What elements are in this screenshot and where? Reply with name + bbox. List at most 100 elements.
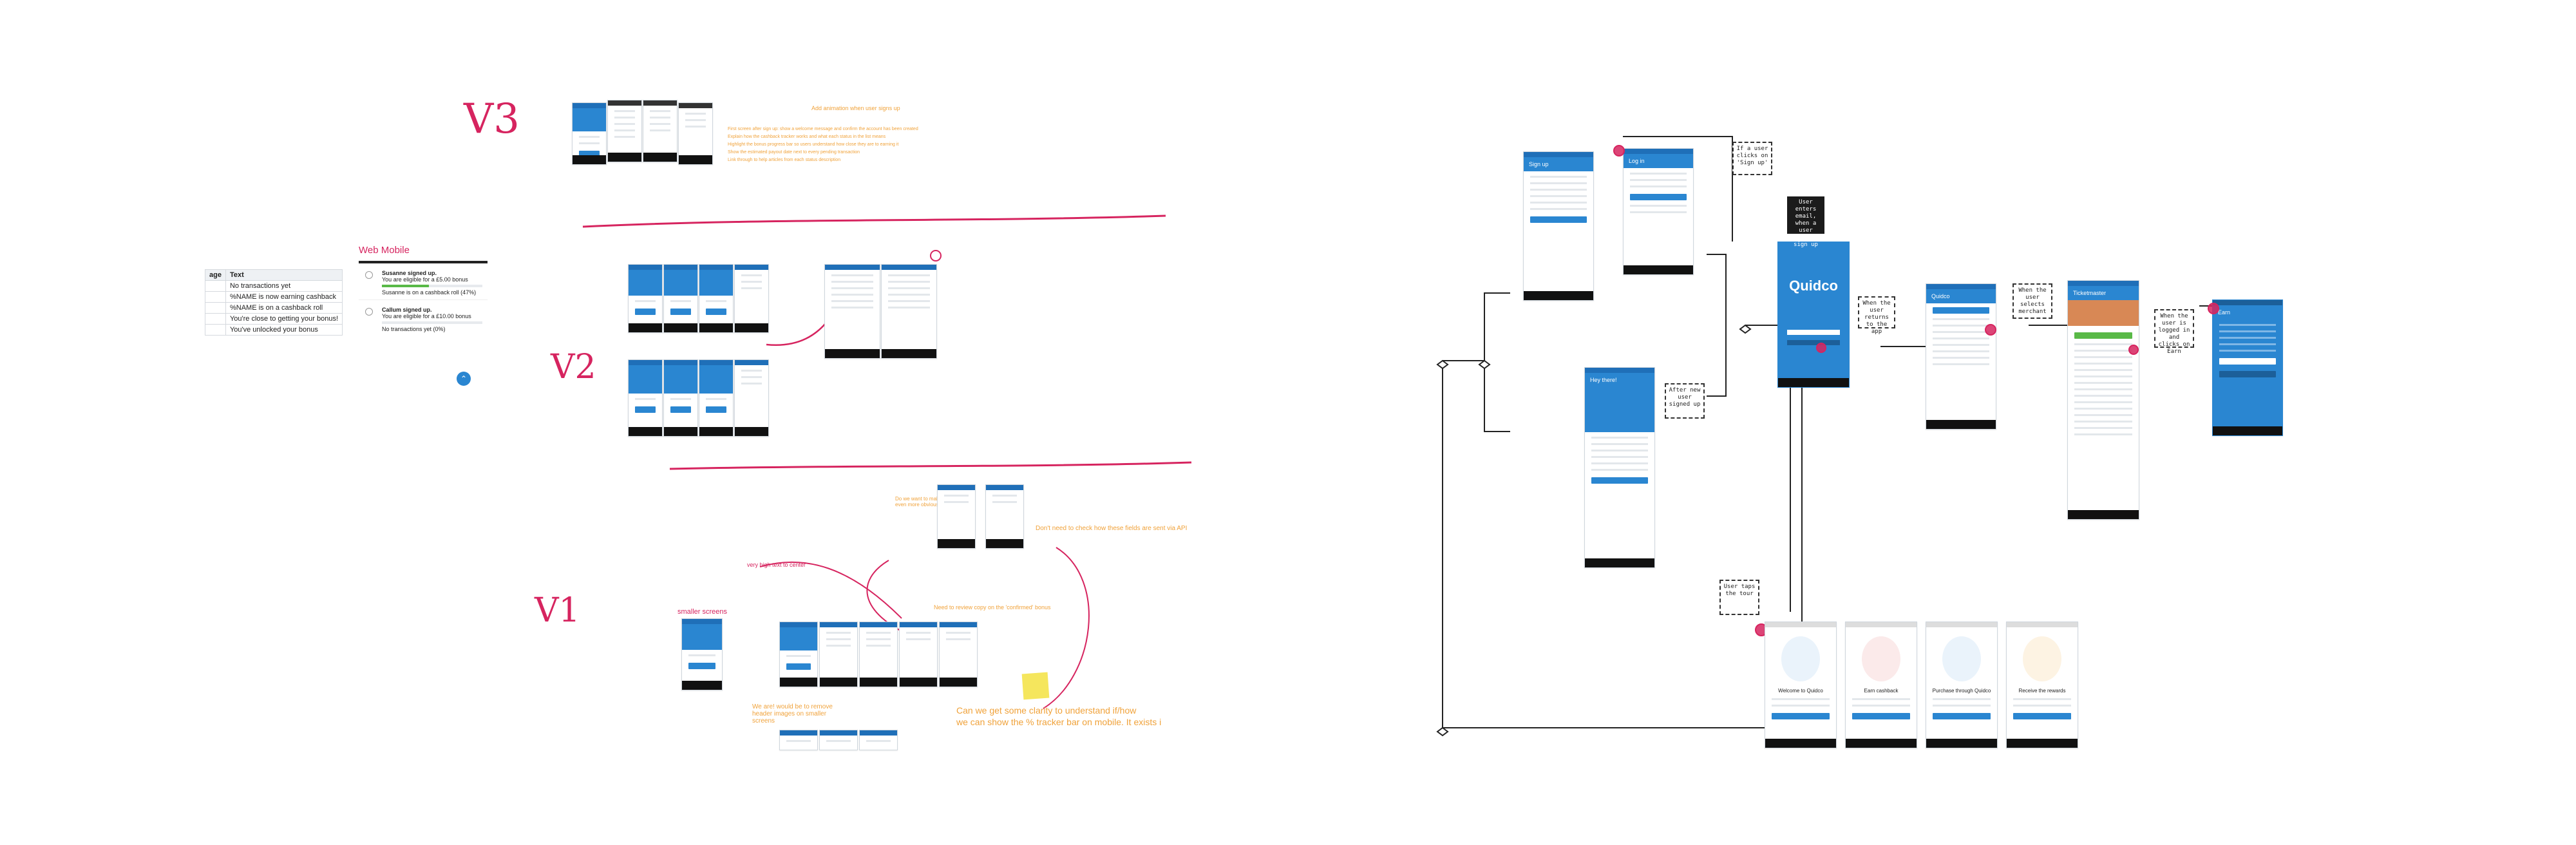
web-mobile-panel: Susanne signed up. You are eligible for …	[359, 261, 488, 399]
v1-screen[interactable]	[859, 730, 898, 750]
screen-title: Earn	[2218, 309, 2231, 316]
flow-connectors	[1436, 136, 2254, 737]
v1-tracker-note: Need to review copy on the 'confirmed' b…	[934, 604, 1051, 611]
table-row: %NAME is now earning cashback	[205, 291, 343, 303]
v3-divider	[582, 214, 1166, 228]
flow-note: When the user returns to the app	[1858, 296, 1895, 335]
v3-note-line: Explain how the cashback tracker works a…	[728, 135, 886, 139]
v1-screen[interactable]	[899, 622, 938, 687]
v3-screen[interactable]	[678, 102, 713, 165]
onboarding-screen[interactable]: Welcome to Quidco	[1765, 622, 1837, 748]
offers-screen[interactable]: Quidco	[1926, 283, 1996, 430]
table-row: %NAME is on a cashback roll	[205, 302, 343, 314]
merchant-screen[interactable]: Ticketmaster	[2067, 280, 2139, 520]
v2-divider	[669, 461, 1192, 470]
v1-screen[interactable]	[819, 730, 858, 750]
decision-diamond	[1436, 359, 1449, 370]
left-board: V3 Add animation when user signs up Firs…	[0, 0, 1224, 845]
item-line: No transactions yet (0%)	[382, 326, 446, 332]
v1-screen[interactable]	[859, 622, 898, 687]
screen-title: Ticketmaster	[2068, 286, 2139, 300]
login-screen[interactable]: Log in	[1623, 148, 1694, 275]
progress-bar	[382, 321, 482, 324]
v1-small-screen[interactable]	[681, 618, 723, 690]
signup-screen[interactable]: Sign up	[1523, 151, 1594, 301]
onboarding-screen[interactable]: Receive the rewards	[2006, 622, 2078, 748]
screen-title: Log in	[1624, 154, 1693, 168]
connector	[1623, 136, 1733, 242]
earn-screen[interactable]: Earn	[2212, 299, 2283, 436]
v1-question-note: Do we want to make this even more obviou…	[895, 496, 952, 508]
connector	[1484, 361, 1510, 432]
web-mobile-title: Web Mobile	[359, 245, 410, 256]
splash-screen[interactable]: Quidco	[1777, 242, 1850, 388]
screen-title: Hey there!	[1585, 373, 1654, 387]
table-row: No transactions yet	[205, 280, 343, 292]
connector	[1707, 254, 1727, 397]
radio-icon	[365, 271, 373, 279]
v2-screen[interactable]	[699, 359, 734, 437]
v3-note-line: First screen after sign up: show a welco…	[728, 127, 918, 131]
chevron-up-icon: ⌃	[460, 374, 468, 383]
v2-screen[interactable]	[663, 359, 698, 437]
progress-fill	[382, 285, 430, 287]
v2-screen[interactable]	[628, 264, 663, 333]
v1-clarity-line-2: we can show the % tracker bar on mobile.…	[956, 717, 1162, 727]
web-mobile-item[interactable]: Callum signed up. You are eligible for a…	[359, 299, 488, 336]
v3-note-line: Highlight the bonus progress bar so user…	[728, 142, 899, 147]
v3-note-line: Link through to help articles from each …	[728, 158, 841, 162]
v3-screen[interactable]	[643, 100, 677, 162]
progress-bar	[382, 285, 482, 287]
v1-clarity-line-1: Can we get some clarity to understand if…	[956, 705, 1137, 716]
flow-note: When the user selects merchant	[2012, 283, 2052, 319]
flow-step-marker	[1985, 324, 1996, 336]
flow-note: User taps the tour	[1719, 580, 1759, 615]
v1-screen[interactable]	[779, 622, 818, 687]
onboarding-illustration	[1781, 636, 1820, 681]
table-row: You've unlocked your bonus	[205, 324, 343, 336]
flow-step-marker	[2128, 345, 2139, 355]
flow-note: After new user signed up	[1665, 383, 1705, 419]
v2-screen[interactable]	[824, 264, 880, 359]
onboarding-title: Receive the rewards	[2018, 688, 2066, 694]
v2-screen[interactable]	[699, 264, 734, 333]
onboarding-title: Purchase through Quidco	[1932, 688, 1991, 694]
welcome-screen[interactable]: Hey there!	[1584, 367, 1655, 568]
v1-screen[interactable]	[937, 484, 976, 549]
v2-screen[interactable]	[734, 359, 769, 437]
item-line: Susanne is on a cashback roll (47%)	[382, 289, 477, 296]
v2-screen[interactable]	[881, 264, 937, 359]
table-header: age	[205, 269, 226, 281]
v3-note-top: Add animation when user signs up	[811, 105, 900, 111]
v2-screen[interactable]	[663, 264, 698, 333]
v1-smaller-screens: smaller screens	[677, 608, 728, 616]
screen-title: Quidco	[1926, 289, 1996, 303]
v2-screen[interactable]	[628, 359, 663, 437]
v3-screen[interactable]	[607, 100, 642, 162]
web-mobile-item[interactable]: Susanne signed up. You are eligible for …	[359, 263, 488, 299]
scroll-top-button[interactable]: ⌃	[457, 372, 471, 386]
onboarding-screen[interactable]: Purchase through Quidco	[1926, 622, 1998, 748]
v1-arrow-3	[759, 561, 902, 619]
v1-label: V1	[535, 591, 580, 630]
sticky-note	[1021, 672, 1050, 700]
v1-screen[interactable]	[939, 622, 978, 687]
item-title: Callum signed up.	[382, 307, 432, 313]
flow-step-marker	[2208, 303, 2219, 314]
item-title: Susanne signed up.	[382, 270, 437, 276]
flow-step-marker	[1613, 145, 1625, 157]
v1-screen[interactable]	[779, 730, 818, 750]
connector	[1484, 292, 1510, 361]
v2-screen[interactable]	[734, 264, 769, 333]
v3-screen[interactable]	[572, 102, 607, 165]
v1-arrow-2	[1043, 547, 1090, 709]
radio-icon	[365, 308, 373, 316]
onboarding-screen[interactable]: Earn cashback	[1845, 622, 1917, 748]
brand-logo: Quidco	[1789, 278, 1838, 294]
flow-note: If a user clicks on 'Sign up'	[1732, 142, 1772, 175]
v1-screen[interactable]	[819, 622, 858, 687]
onboarding-illustration	[1862, 636, 1900, 681]
v1-screen[interactable]	[985, 484, 1024, 549]
flow-note: When the user is logged in and clicks on…	[2154, 309, 2194, 355]
